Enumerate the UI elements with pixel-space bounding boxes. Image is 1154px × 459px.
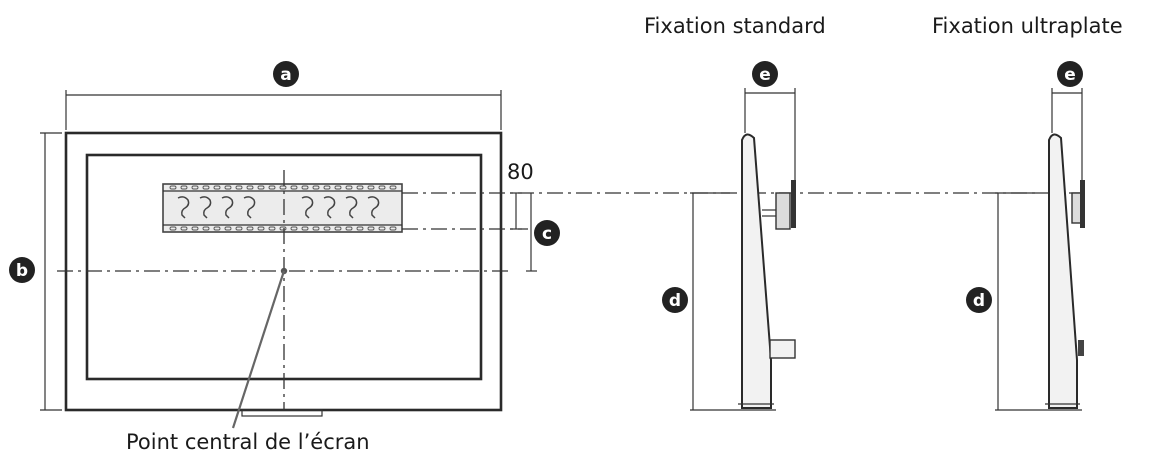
bracket-slot bbox=[356, 226, 364, 231]
bracket-slot bbox=[312, 226, 320, 231]
svg-text:e: e bbox=[759, 65, 771, 85]
svg-text:c: c bbox=[542, 224, 552, 244]
bracket-slot bbox=[323, 185, 331, 190]
bracket-slot bbox=[202, 226, 210, 231]
bracket-slot bbox=[334, 185, 342, 190]
badge-d-ultraslim: d bbox=[966, 287, 992, 313]
bracket-slot bbox=[290, 226, 298, 231]
bracket-slot bbox=[334, 226, 342, 231]
bracket-slot bbox=[180, 185, 188, 190]
bracket-hook bbox=[301, 196, 314, 219]
bracket-hook bbox=[345, 196, 358, 219]
bracket-slot bbox=[389, 226, 397, 231]
bracket-slot bbox=[279, 226, 287, 231]
bracket-slot bbox=[257, 185, 265, 190]
dimension-b bbox=[40, 132, 62, 411]
svg-text:b: b bbox=[16, 261, 28, 281]
bracket-slot bbox=[345, 185, 353, 190]
heading-standard: Fixation standard bbox=[644, 14, 826, 38]
bracket-slot bbox=[378, 185, 386, 190]
badge-a: a bbox=[273, 61, 299, 87]
bracket-slot bbox=[191, 226, 199, 231]
bracket-slot bbox=[180, 226, 188, 231]
heading-ultraslim: Fixation ultraplate bbox=[932, 14, 1123, 38]
bracket-slot bbox=[323, 226, 331, 231]
bracket-hook bbox=[199, 196, 212, 219]
bracket-slot bbox=[389, 185, 397, 190]
bracket-slot bbox=[213, 226, 221, 231]
svg-text:d: d bbox=[669, 291, 681, 311]
bracket-slot bbox=[169, 226, 177, 231]
dimension-a bbox=[65, 90, 502, 130]
center-point-pointer bbox=[231, 270, 286, 429]
bracket-slot bbox=[356, 185, 364, 190]
screen-center-caption: Point central de l’écran bbox=[126, 430, 370, 454]
bracket-slot bbox=[169, 185, 177, 190]
bracket-slot bbox=[279, 185, 287, 190]
wall-plate-standard bbox=[791, 180, 796, 228]
bracket-hook bbox=[367, 196, 380, 219]
bracket-slot bbox=[257, 226, 265, 231]
bracket-slot bbox=[224, 226, 232, 231]
bracket-slot bbox=[246, 226, 254, 231]
bracket-hook bbox=[323, 196, 336, 219]
side-view-standard bbox=[690, 88, 796, 411]
bracket-slot bbox=[224, 185, 232, 190]
bracket-slot bbox=[235, 185, 243, 190]
wall-bracket bbox=[162, 183, 403, 233]
dimension-80 bbox=[402, 192, 528, 230]
badge-d-standard: d bbox=[662, 287, 688, 313]
bracket-hook bbox=[243, 196, 256, 219]
tv-side-profile-ultraslim bbox=[1048, 133, 1078, 409]
bracket-slot bbox=[378, 226, 386, 231]
side-view-ultraslim bbox=[995, 88, 1085, 411]
tv-stand-stub bbox=[241, 409, 323, 417]
bracket-slot bbox=[246, 185, 254, 190]
bracket-slot bbox=[345, 226, 353, 231]
svg-text:e: e bbox=[1064, 65, 1076, 85]
tv-front-view bbox=[40, 90, 1084, 429]
bracket-slot bbox=[213, 185, 221, 190]
dimension-80-label: 80 bbox=[507, 160, 534, 184]
dimension-c bbox=[526, 193, 537, 272]
badge-e-ultraslim: e bbox=[1057, 61, 1083, 87]
bracket-slot bbox=[235, 226, 243, 231]
svg-text:a: a bbox=[280, 65, 291, 85]
bracket-slot bbox=[301, 185, 309, 190]
bracket-hook bbox=[221, 196, 234, 219]
bracket-slot bbox=[367, 226, 375, 231]
bracket-slot bbox=[367, 185, 375, 190]
bracket-hook bbox=[177, 196, 190, 219]
tv-side-profile-standard bbox=[741, 133, 772, 409]
badge-c: c bbox=[534, 220, 560, 246]
bracket-slot bbox=[191, 185, 199, 190]
wall-bracket-standard bbox=[775, 192, 791, 230]
bracket-slot bbox=[312, 185, 320, 190]
badge-e-standard: e bbox=[752, 61, 778, 87]
bracket-slot bbox=[202, 185, 210, 190]
bracket-slot bbox=[301, 226, 309, 231]
badge-b: b bbox=[9, 257, 35, 283]
bracket-slot bbox=[268, 185, 276, 190]
bracket-slot bbox=[290, 185, 298, 190]
bracket-slot bbox=[268, 226, 276, 231]
svg-text:d: d bbox=[973, 291, 985, 311]
wall-plate-ultraslim bbox=[1080, 180, 1085, 228]
